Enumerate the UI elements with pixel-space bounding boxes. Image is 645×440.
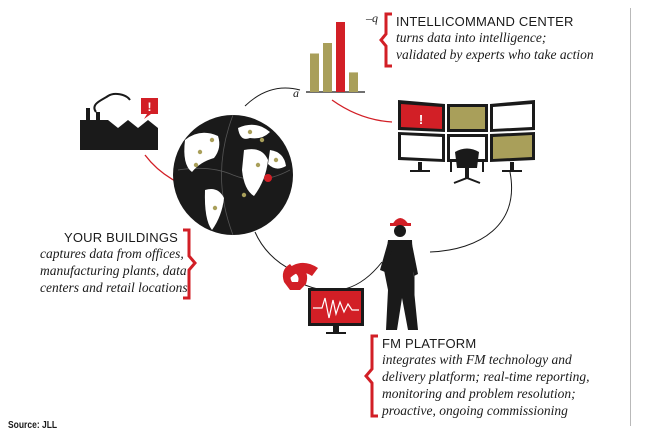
- intellicommand-line: turns data into intelligence;: [396, 30, 547, 45]
- intellicommand-title: INTELLICOMMAND CENTER: [396, 14, 574, 29]
- buildings-line: captures data from offices,: [40, 246, 184, 261]
- mini-chart-top-label: –q: [365, 11, 378, 25]
- mini-chart-bars: [310, 22, 358, 92]
- svg-text:!: !: [419, 112, 423, 127]
- fm-monitor-icon: [308, 288, 364, 334]
- svg-text:!: !: [148, 100, 152, 114]
- fm-platform-line: delivery platform; real-time reporting,: [382, 369, 590, 384]
- fm-platform-line: monitoring and problem resolution;: [382, 386, 576, 401]
- buildings-line: manufacturing plants, data: [40, 263, 187, 278]
- monitor-alert-icon: !: [419, 112, 423, 127]
- source-note: Source: JLL: [8, 420, 58, 431]
- factory-alert-icon: !: [141, 98, 158, 119]
- fm-platform-description: integrates with FM technology and delive…: [382, 351, 589, 419]
- phone-icon: [282, 262, 318, 290]
- mini-bar-chart: –q a: [293, 11, 378, 100]
- mini-chart-bar: [310, 53, 319, 92]
- brace-fm-platform: [364, 334, 378, 418]
- buildings-title: YOUR BUILDINGS: [63, 230, 178, 245]
- globe-icon: [173, 114, 293, 236]
- buildings-description: captures data from offices, manufacturin…: [40, 245, 188, 296]
- mini-chart-bar: [336, 22, 345, 92]
- intellicommand-label: INTELLICOMMAND CENTER turns data into in…: [396, 14, 594, 63]
- fm-platform-label: FM PLATFORM integrates with FM technolog…: [382, 336, 589, 419]
- connector-globe-to-chart: [244, 87, 301, 107]
- connector-person-to-phone: [304, 261, 383, 292]
- frame-divider: [630, 8, 631, 426]
- factory-icon: [80, 92, 158, 150]
- mini-chart-bar: [323, 43, 332, 92]
- fm-platform-line: integrates with FM technology and: [382, 352, 572, 367]
- intellicommand-description: turns data into intelligence; validated …: [396, 29, 594, 63]
- mini-chart-bar: [349, 72, 358, 92]
- mini-chart-bottom-label: a: [293, 86, 299, 100]
- fm-platform-title: FM PLATFORM: [382, 336, 477, 351]
- connector-monitors-to-person: [429, 171, 512, 253]
- connector-phone-to-globe: [254, 231, 293, 271]
- fm-platform-line: proactive, ongoing commissioning: [382, 403, 568, 418]
- brace-buildings: [183, 228, 197, 300]
- connector-chart-to-monitors: [331, 99, 393, 123]
- brace-intellicommand: [379, 12, 392, 68]
- technician-icon: [380, 218, 418, 330]
- buildings-label: YOUR BUILDINGS captures data from office…: [40, 230, 188, 296]
- office-chair-icon: [450, 148, 484, 184]
- intellicommand-line: validated by experts who take action: [396, 47, 594, 62]
- buildings-line: centers and retail locations: [40, 280, 188, 295]
